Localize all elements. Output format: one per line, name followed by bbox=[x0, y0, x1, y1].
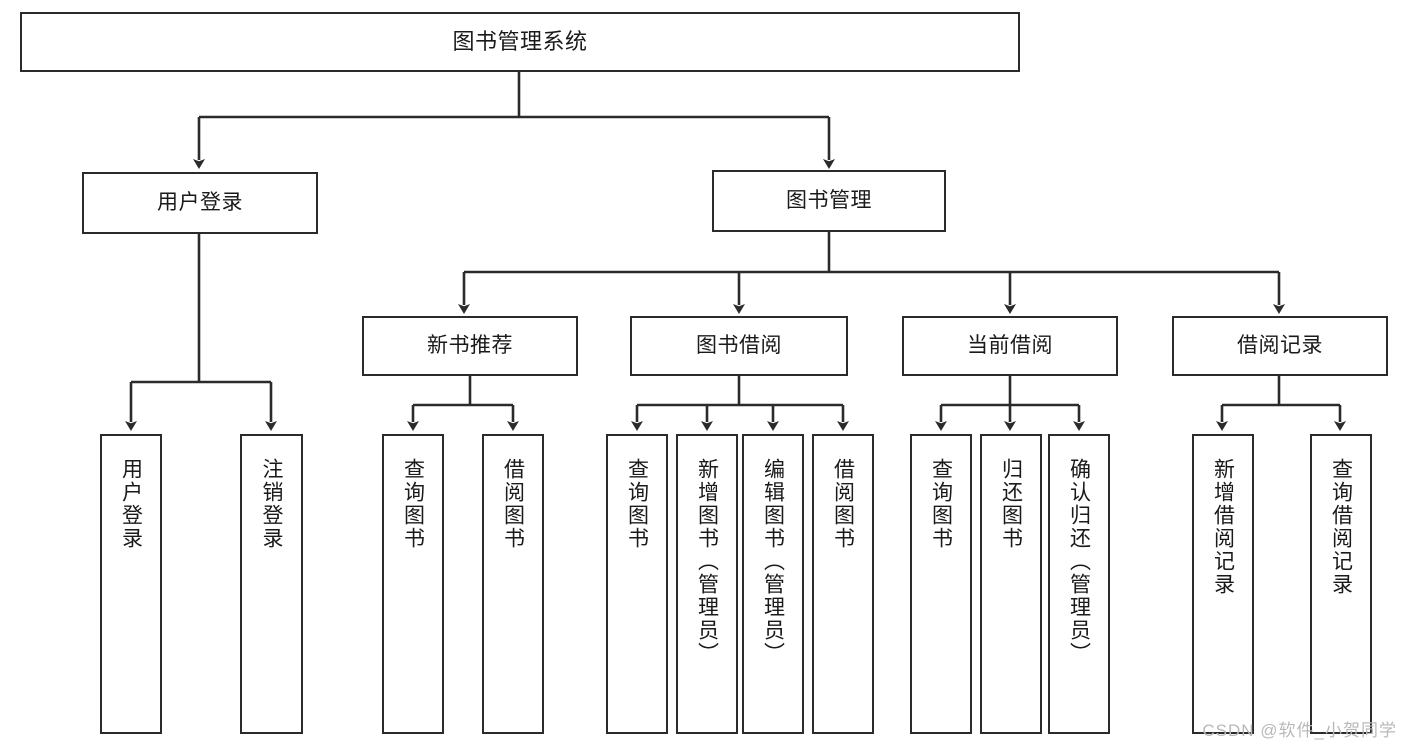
node-root-book-management-system[interactable]: 图书管理系统 bbox=[20, 12, 1020, 72]
leaf-current-borrow-confirm-return-admin[interactable]: 确认归还（管理员） bbox=[1048, 434, 1110, 734]
node-label: 图书管理 bbox=[786, 188, 872, 212]
node-label: 确认归还（管理员） bbox=[1067, 458, 1091, 665]
leaf-book-borrow-add-book-admin[interactable]: 新增图书（管理员） bbox=[676, 434, 738, 734]
leaf-book-borrow-borrow-book[interactable]: 借阅图书 bbox=[812, 434, 874, 734]
node-label: 编辑图书（管理员） bbox=[761, 458, 785, 665]
node-label: 用户登录 bbox=[157, 190, 243, 214]
node-label: 图书管理系统 bbox=[452, 29, 588, 55]
node-current-borrow[interactable]: 当前借阅 bbox=[902, 316, 1118, 376]
leaf-current-borrow-return-book[interactable]: 归还图书 bbox=[980, 434, 1042, 734]
node-label: 注销登录 bbox=[260, 458, 283, 550]
leaf-user-login-logout[interactable]: 注销登录 bbox=[240, 434, 303, 734]
node-borrow-record[interactable]: 借阅记录 bbox=[1172, 316, 1388, 376]
node-user-login[interactable]: 用户登录 bbox=[82, 172, 318, 234]
node-label: 查询借阅记录 bbox=[1329, 458, 1353, 596]
node-label: 借阅记录 bbox=[1237, 333, 1323, 357]
leaf-borrow-record-add-record[interactable]: 新增借阅记录 bbox=[1192, 434, 1254, 734]
leaf-book-borrow-query-book[interactable]: 查询图书 bbox=[606, 434, 668, 734]
node-label: 借阅图书 bbox=[831, 458, 855, 550]
leaf-new-book-query-book[interactable]: 查询图书 bbox=[382, 434, 444, 734]
node-label: 新增借阅记录 bbox=[1211, 458, 1235, 596]
node-new-book-recommend[interactable]: 新书推荐 bbox=[362, 316, 578, 376]
node-label: 新增图书（管理员） bbox=[695, 458, 719, 665]
node-book-borrow[interactable]: 图书借阅 bbox=[630, 316, 848, 376]
leaf-new-book-borrow-book[interactable]: 借阅图书 bbox=[482, 434, 544, 734]
leaf-user-login-login[interactable]: 用户登录 bbox=[100, 434, 162, 734]
node-label: 查询图书 bbox=[929, 458, 953, 550]
node-label: 图书借阅 bbox=[696, 333, 782, 357]
node-book-management[interactable]: 图书管理 bbox=[712, 170, 946, 232]
node-label: 当前借阅 bbox=[967, 333, 1053, 357]
node-label: 借阅图书 bbox=[501, 458, 525, 550]
node-label: 查询图书 bbox=[625, 458, 649, 550]
leaf-borrow-record-query-record[interactable]: 查询借阅记录 bbox=[1310, 434, 1372, 734]
node-label: 新书推荐 bbox=[427, 333, 513, 357]
leaf-book-borrow-edit-book-admin[interactable]: 编辑图书（管理员） bbox=[742, 434, 804, 734]
leaf-current-borrow-query-book[interactable]: 查询图书 bbox=[910, 434, 972, 734]
node-label: 用户登录 bbox=[119, 458, 143, 550]
node-label: 查询图书 bbox=[401, 458, 425, 550]
node-label: 归还图书 bbox=[999, 458, 1023, 550]
